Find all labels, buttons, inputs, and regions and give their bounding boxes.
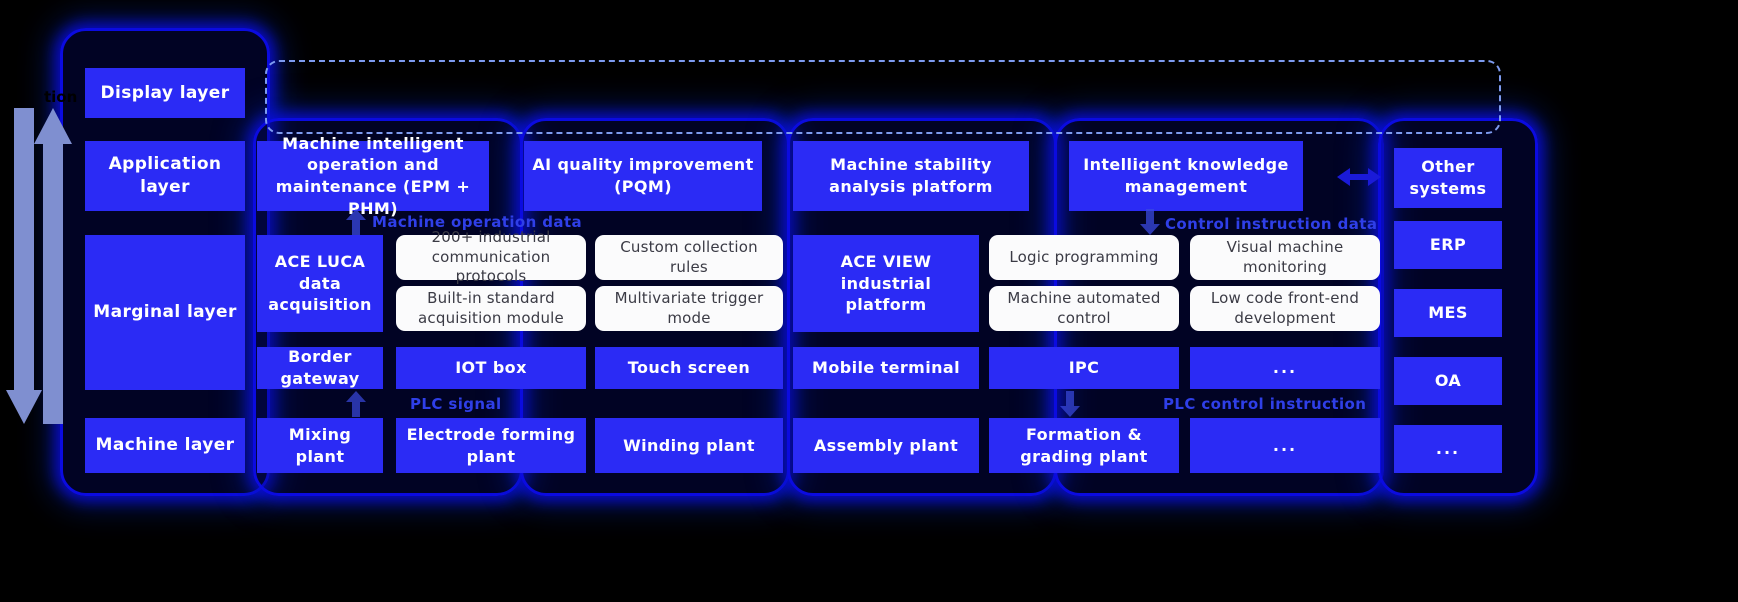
device-more[interactable]: ... [1190,347,1380,389]
application-item-stability[interactable]: Machine stability analysis platform [793,141,1029,211]
row-label-application-layer[interactable]: Application layer [85,141,245,211]
capability-logic-programming[interactable]: Logic programming [989,235,1179,280]
plc-signal-up-arrow-icon [346,391,366,417]
capability-multivariate-trigger-mode[interactable]: Multivariate trigger mode [595,286,783,331]
capability-low-code-development[interactable]: Low code front-end development [1190,286,1380,331]
flow-up-arrow-icon-left [346,209,366,235]
device-mobile-terminal[interactable]: Mobile terminal [793,347,979,389]
application-item-knowledge[interactable]: Intelligent knowledge management [1069,141,1303,211]
device-ipc[interactable]: IPC [989,347,1179,389]
system-mes[interactable]: MES [1394,289,1502,337]
application-item-epm-phm[interactable]: Machine intelligent operation and mainte… [257,134,489,218]
data-flow-up-arrow [34,108,72,424]
platform-ace-luca[interactable]: ACE LUCA data acquisition [257,235,383,332]
data-flow-down-arrow [6,108,42,424]
device-touch-screen[interactable]: Touch screen [595,347,783,389]
flow-label-control-instruction-data: Control instruction data [1165,215,1378,233]
bidirectional-arrow-icon [1337,168,1381,186]
other-systems-box[interactable]: Other systems [1394,148,1502,208]
plc-control-down-arrow-icon [1060,391,1080,417]
capability-custom-collection-rules[interactable]: Custom collection rules [595,235,783,280]
capability-industrial-protocols[interactable]: 200+ industrial communication protocols [396,228,586,285]
flow-down-arrow-icon-right [1140,209,1160,235]
dashed-boundary-frame [265,60,1501,134]
system-oa[interactable]: OA [1394,357,1502,405]
plant-winding[interactable]: Winding plant [595,418,783,473]
cropped-label-fragment: tion [44,88,78,106]
device-iot-box[interactable]: IOT box [396,347,586,389]
capability-visual-machine-monitoring[interactable]: Visual machine monitoring [1190,235,1380,280]
row-label-display-layer[interactable]: Display layer [85,68,245,118]
plant-electrode-forming[interactable]: Electrode forming plant [396,418,586,473]
platform-ace-view[interactable]: ACE VIEW industrial platform [793,235,979,332]
system-erp[interactable]: ERP [1394,221,1502,269]
application-item-ai-quality[interactable]: AI quality improvement (PQM) [524,141,762,211]
device-border-gateway[interactable]: Border gateway [257,347,383,389]
row-label-marginal-layer[interactable]: Marginal layer [85,235,245,390]
plant-formation-grading[interactable]: Formation & grading plant [989,418,1179,473]
plant-assembly[interactable]: Assembly plant [793,418,979,473]
flow-label-plc-control-instruction: PLC control instruction [1163,395,1367,413]
plant-more[interactable]: ... [1190,418,1380,473]
system-more[interactable]: ... [1394,425,1502,473]
flow-label-plc-signal: PLC signal [410,395,502,413]
plant-mixing[interactable]: Mixing plant [257,418,383,473]
capability-builtin-standard-module[interactable]: Built-in standard acquisition module [396,286,586,331]
capability-machine-automated-control[interactable]: Machine automated control [989,286,1179,331]
flow-label-machine-operation-data: Machine operation data [372,213,583,231]
row-label-machine-layer[interactable]: Machine layer [85,418,245,473]
